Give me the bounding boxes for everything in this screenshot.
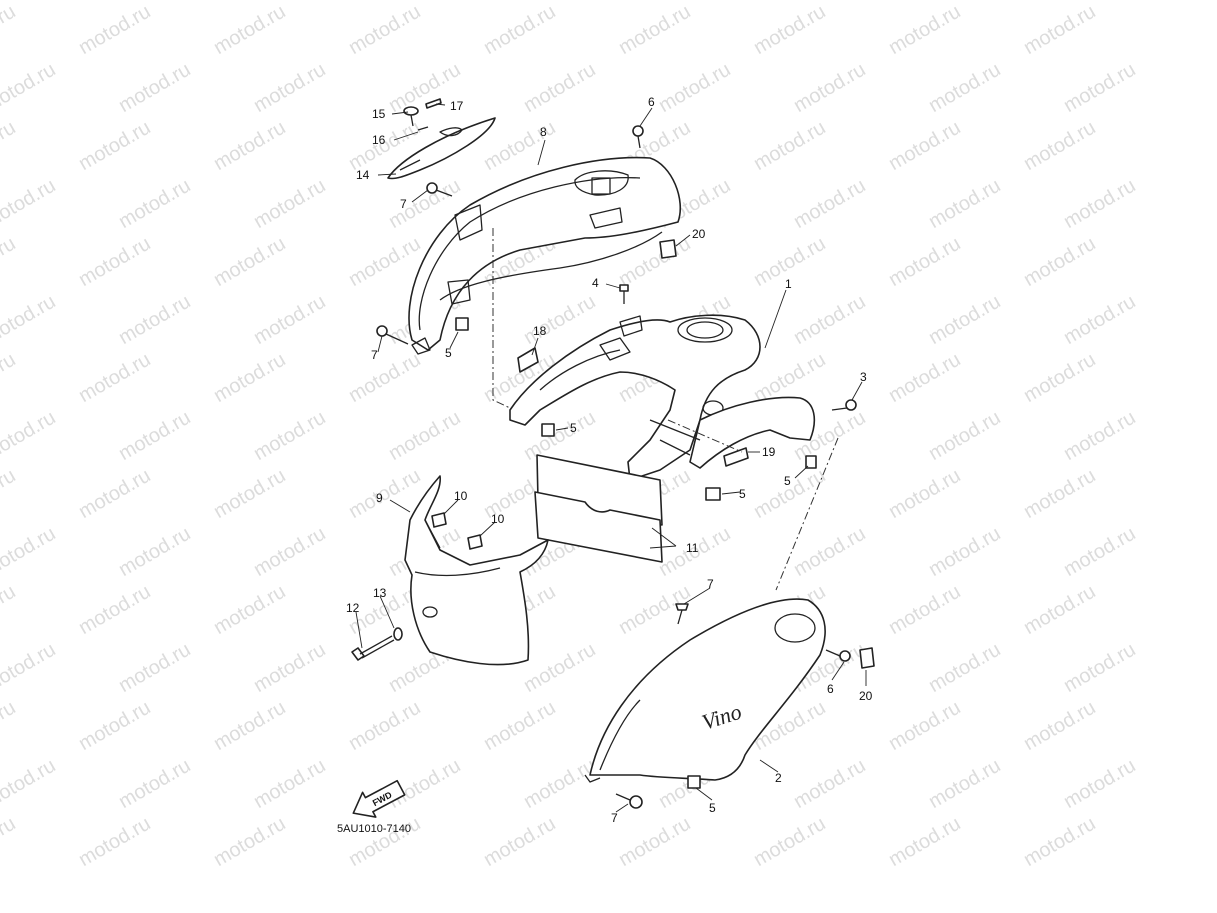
bolt-part-12: [351, 635, 395, 661]
emblem-strips-part-11: [534, 454, 663, 563]
callout-10-a: 10: [454, 489, 468, 503]
callout-numbers: 8 6 15 17 16 14 7 20 4 1 3 18 5 7 5 19 5…: [346, 95, 873, 825]
side-cover-part-2: Vino: [584, 598, 826, 783]
callout-17: 17: [450, 99, 464, 113]
callout-19: 19: [762, 445, 776, 459]
callout-1: 1: [785, 277, 792, 291]
screw-part-6-bottom: [825, 649, 851, 662]
nut-part-10b: [467, 534, 483, 550]
trim-panel-part-14: [387, 117, 496, 180]
nut-part-5-e: [687, 775, 701, 789]
callout-7-left: 7: [371, 348, 378, 362]
screw-part-7-upper-right: [675, 603, 689, 625]
front-top-cover-part-8: [408, 156, 682, 355]
washer-part-16: [417, 126, 429, 131]
clip-part-20-bottom: [859, 647, 875, 669]
lower-panel-part-9: [404, 475, 549, 666]
callout-2: 2: [775, 771, 782, 785]
callout-14: 14: [356, 168, 370, 182]
callout-11: 11: [686, 541, 699, 555]
callout-18: 18: [533, 324, 547, 338]
callout-4: 4: [592, 276, 599, 290]
callout-16: 16: [372, 133, 386, 147]
screw-part-4: [619, 284, 629, 304]
callout-5-a: 5: [445, 346, 452, 360]
pin-part-17: [425, 98, 442, 109]
assembly-guide-lines: [492, 228, 839, 591]
callout-3: 3: [860, 370, 867, 384]
nut-part-10a: [431, 512, 447, 528]
screw-part-7-left: [376, 325, 409, 345]
washer-part-13: [393, 627, 403, 641]
clip-part-15: [403, 106, 419, 127]
diagram-code: 5AU1010-7140: [337, 823, 412, 835]
nut-part-5-d: [805, 455, 817, 469]
callout-5-c: 5: [739, 487, 746, 501]
callout-6-bottom: 6: [827, 682, 834, 696]
leg-shield-part-1: [509, 314, 816, 481]
callout-6-top: 6: [648, 95, 655, 109]
nut-part-5-b: [541, 423, 555, 437]
callout-15: 15: [372, 107, 386, 121]
leader-lines: [355, 103, 867, 813]
nut-part-5-a: [455, 317, 469, 331]
clip-part-20-top: [659, 239, 677, 259]
label-part-18: [517, 347, 539, 373]
label-part-19: [723, 447, 749, 467]
callout-13: 13: [373, 586, 387, 600]
screw-part-7-bottom: [615, 793, 643, 809]
callout-20-top: 20: [692, 227, 706, 241]
screw-part-6-top: [632, 125, 644, 149]
callout-5-b: 5: [570, 421, 577, 435]
callout-12: 12: [346, 601, 360, 615]
callout-10-b: 10: [491, 512, 505, 526]
callout-5-e: 5: [709, 801, 716, 815]
callout-20-bottom: 20: [859, 689, 873, 703]
callout-7-bottom: 7: [611, 811, 618, 825]
callout-8: 8: [540, 125, 547, 139]
screw-part-7-top: [426, 182, 453, 197]
fwd-arrow-icon: FWD: [352, 779, 406, 818]
callout-5-d: 5: [784, 474, 791, 488]
screw-part-3: [831, 399, 857, 411]
nut-part-5-c: [705, 487, 721, 501]
callout-7-top: 7: [400, 197, 407, 211]
callout-7-upper-right: 7: [707, 577, 714, 591]
callout-9: 9: [376, 491, 383, 505]
